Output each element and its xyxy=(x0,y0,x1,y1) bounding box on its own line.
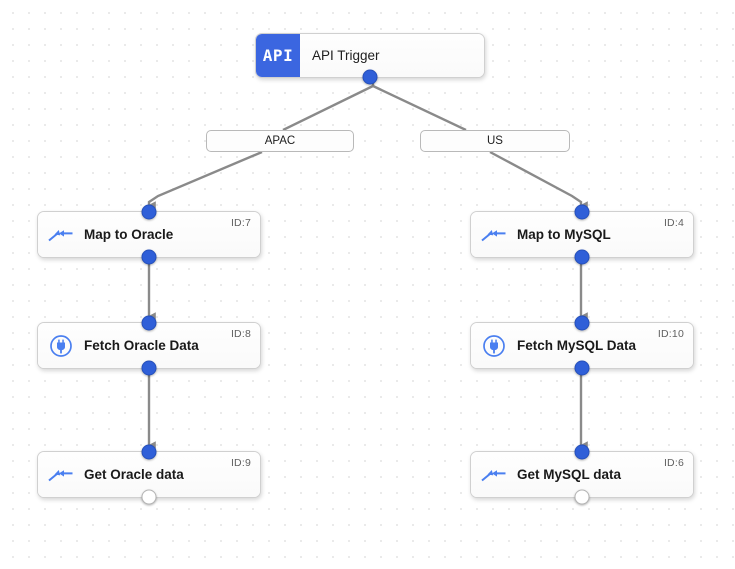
database-plug-icon xyxy=(38,334,84,358)
input-port[interactable] xyxy=(141,315,157,331)
node-id-label: ID:9 xyxy=(230,457,251,469)
map-arrows-icon xyxy=(38,467,84,483)
output-port[interactable] xyxy=(574,249,590,265)
node-api-trigger[interactable]: API API Trigger xyxy=(255,33,485,85)
node-title: Map to Oracle xyxy=(84,227,174,242)
node-map-to-oracle[interactable]: Map to Oracle ID:7 xyxy=(37,204,261,265)
node-body: API API Trigger xyxy=(256,34,484,77)
edge-label-text: APAC xyxy=(264,135,296,147)
node-id-label: ID:4 xyxy=(663,217,684,229)
node-title: Get MySQL data xyxy=(517,467,622,482)
node-map-to-mysql[interactable]: Map to MySQL ID:4 xyxy=(470,204,694,265)
edge-us-to-map-mysql xyxy=(489,150,588,209)
node-id-label: ID:6 xyxy=(663,457,684,469)
node-body: Fetch MySQL Data xyxy=(471,323,693,368)
edge-apac-to-map-oracle xyxy=(147,150,263,209)
edge-label-text: US xyxy=(487,135,503,147)
edge-api-to-apac xyxy=(282,84,374,132)
node-fetch-mysql-data[interactable]: Fetch MySQL Data ID:10 xyxy=(470,315,694,376)
node-title: API Trigger xyxy=(312,48,380,63)
node-title: Map to MySQL xyxy=(517,227,611,242)
node-id-label: ID:7 xyxy=(230,217,251,229)
map-arrows-icon xyxy=(471,467,517,483)
map-arrows-icon xyxy=(471,227,517,243)
output-port[interactable] xyxy=(574,489,590,505)
input-port[interactable] xyxy=(141,204,157,220)
output-port[interactable] xyxy=(141,249,157,265)
edge-label-us[interactable]: US xyxy=(420,130,570,152)
input-port[interactable] xyxy=(574,204,590,220)
input-port[interactable] xyxy=(141,444,157,460)
output-port[interactable] xyxy=(574,360,590,376)
output-port[interactable] xyxy=(141,360,157,376)
edge-label-apac[interactable]: APAC xyxy=(206,130,354,152)
node-get-oracle-data[interactable]: Get Oracle data ID:9 xyxy=(37,444,261,505)
input-port[interactable] xyxy=(574,444,590,460)
api-badge-icon: API xyxy=(256,34,300,77)
node-title: Get Oracle data xyxy=(84,467,184,482)
node-title: Fetch MySQL Data xyxy=(517,338,637,353)
input-port[interactable] xyxy=(574,315,590,331)
node-title: Fetch Oracle Data xyxy=(84,338,199,353)
node-fetch-oracle-data[interactable]: Fetch Oracle Data ID:8 xyxy=(37,315,261,376)
node-id-label: ID:8 xyxy=(230,328,251,340)
map-arrows-icon xyxy=(38,227,84,243)
node-id-label: ID:10 xyxy=(657,328,684,340)
output-port[interactable] xyxy=(141,489,157,505)
node-get-mysql-data[interactable]: Get MySQL data ID:6 xyxy=(470,444,694,505)
database-plug-icon xyxy=(471,334,517,358)
edge-api-to-us xyxy=(372,84,467,132)
output-port[interactable] xyxy=(362,69,378,85)
